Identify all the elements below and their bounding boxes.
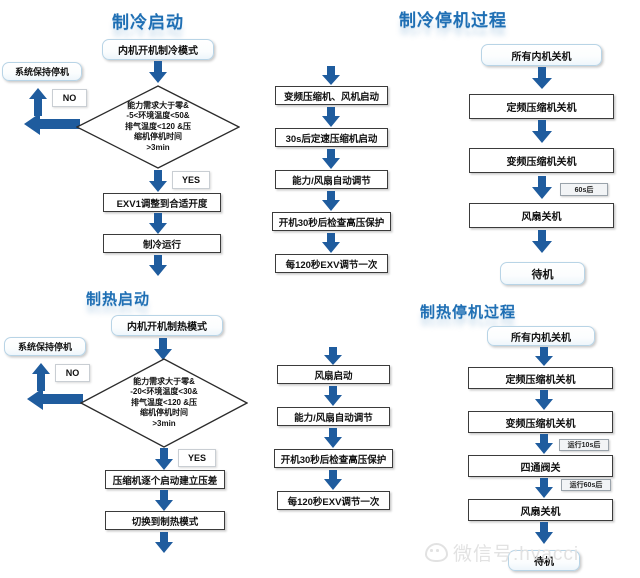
cooling-stop-step-2: 变频压缩机关机 bbox=[469, 148, 614, 173]
decision-line: -5<环境温度<50& bbox=[126, 111, 190, 121]
arrow-down-cooling-stop-4 bbox=[532, 230, 552, 253]
cooling-stop-step-1: 定频压缩机关机 bbox=[469, 94, 614, 119]
arrow-down-cooling-col-4 bbox=[322, 233, 340, 253]
heating-right-step-3: 开机30秒后检查高压保护 bbox=[274, 449, 393, 468]
arrow-left-cooling-no bbox=[24, 113, 80, 135]
arrow-down-heating-stop-2 bbox=[535, 390, 553, 410]
arrow-down-heating-yes bbox=[155, 448, 173, 470]
cooling-yes-label: YES bbox=[172, 171, 210, 189]
heating-stop-terminator: 所有内机关机 bbox=[487, 326, 595, 346]
arrow-down-heating-col-3 bbox=[324, 470, 342, 490]
heating-no-label: NO bbox=[55, 364, 90, 382]
cooling-stop-terminator: 所有内机关机 bbox=[481, 44, 602, 66]
arrow-down-cooling-start-3 bbox=[149, 255, 167, 276]
heating-start-decision: 能力需求大于零& -20<环境温度<30& 排气温度<120 &压 缩机停机时间… bbox=[80, 358, 248, 448]
arrow-down-cooling-start-1 bbox=[149, 61, 167, 83]
cooling-start-decision: 能力需求大于零& -5<环境温度<50& 排气温度<120 &压 缩机停机时间 … bbox=[76, 85, 240, 169]
heating-stop-step-2: 变频压缩机关机 bbox=[468, 411, 613, 433]
heating-stop-end-terminator: 待机 bbox=[508, 550, 580, 571]
cooling-right-step-4: 开机30秒后检查高压保护 bbox=[272, 212, 391, 231]
decision-line: 缩机停机时间 bbox=[140, 408, 188, 418]
wechat-icon bbox=[425, 543, 448, 562]
heating-step-pressure: 压缩机逐个启动建立压差 bbox=[105, 470, 225, 489]
arrow-left-heating-no bbox=[27, 388, 83, 410]
section-title-heating-stop: 制热停机过程 bbox=[420, 304, 517, 321]
heating-right-step-4: 每120秒EXV调节一次 bbox=[277, 491, 390, 510]
decision-line: 能力需求大于零& bbox=[127, 100, 189, 110]
arrow-down-heating-stop-3 bbox=[535, 434, 553, 454]
heating-start-terminator: 内机开机制热模式 bbox=[111, 315, 223, 336]
arrow-down-heating-stop-1 bbox=[535, 347, 553, 366]
decision-line: 排气温度<120 &压 bbox=[124, 121, 192, 131]
arrow-down-heating-col-1 bbox=[324, 386, 342, 406]
arrow-down-cooling-col-2 bbox=[322, 149, 340, 169]
decision-line: 能力需求大于零& bbox=[133, 376, 195, 386]
section-title-heating-start: 制热启动 bbox=[86, 291, 151, 308]
arrow-down-heating-start-3 bbox=[155, 532, 173, 553]
heating-stop-step-1: 定频压缩机关机 bbox=[468, 367, 613, 389]
arrow-down-cooling-col-0 bbox=[322, 66, 340, 85]
decision-line: 缩机停机时间 bbox=[134, 132, 182, 142]
cooling-right-step-2: 30s后定速压缩机启动 bbox=[275, 128, 388, 147]
cooling-stop-end-terminator: 待机 bbox=[500, 262, 585, 285]
decision-line: >3min bbox=[152, 418, 176, 428]
arrow-down-cooling-col-1 bbox=[322, 107, 340, 127]
arrow-down-cooling-yes bbox=[149, 170, 167, 192]
cooling-step-exv1: EXV1调整到合适开度 bbox=[103, 193, 221, 212]
heating-yes-label: YES bbox=[178, 449, 216, 467]
heating-stop-step-4: 风扇关机 bbox=[468, 499, 613, 521]
watermark: 微信号:hvacci bbox=[425, 539, 579, 566]
cooling-right-step-3: 能力/风扇自动调节 bbox=[275, 170, 388, 189]
section-title-cooling-start: 制冷启动 bbox=[112, 13, 184, 32]
arrow-down-cooling-start-2 bbox=[149, 213, 167, 234]
cooling-keep-stopped-terminator: 系统保持停机 bbox=[2, 62, 82, 81]
section-title-cooling-stop: 制冷停机过程 bbox=[399, 11, 507, 30]
arrow-up-heating-no bbox=[32, 363, 50, 391]
arrow-down-cooling-stop-2 bbox=[532, 120, 552, 143]
decision-line: >3min bbox=[146, 142, 170, 152]
heating-right-step-1: 风扇启动 bbox=[277, 365, 390, 384]
heating-keep-stopped-terminator: 系统保持停机 bbox=[4, 337, 86, 356]
arrow-down-cooling-stop-1 bbox=[532, 67, 552, 89]
arrow-down-heating-start-1 bbox=[154, 338, 172, 360]
arrow-down-cooling-stop-3 bbox=[532, 176, 552, 199]
arrow-down-heating-start-2 bbox=[155, 490, 173, 511]
decision-line: -20<环境温度<30& bbox=[130, 387, 198, 397]
arrow-down-cooling-col-3 bbox=[322, 191, 340, 211]
arrow-down-heating-stop-5 bbox=[535, 522, 553, 544]
cooling-right-step-5: 每120秒EXV调节一次 bbox=[275, 254, 388, 273]
heating-stop-note-60s: 运行60s后 bbox=[561, 479, 611, 491]
cooling-start-terminator: 内机开机制冷模式 bbox=[102, 39, 214, 60]
heating-step-switch: 切换到制热模式 bbox=[105, 511, 225, 530]
heating-right-step-2: 能力/风扇自动调节 bbox=[277, 407, 390, 426]
watermark-text: 微信号:hvacci bbox=[453, 544, 580, 565]
cooling-right-step-1: 变频压缩机、风机启动 bbox=[275, 86, 388, 105]
decision-line: 排气温度<120 &压 bbox=[130, 397, 198, 407]
arrow-down-heating-stop-4 bbox=[535, 478, 553, 498]
arrow-up-cooling-no bbox=[29, 88, 47, 116]
cooling-step-running: 制冷运行 bbox=[103, 234, 221, 253]
arrow-down-heating-col-2 bbox=[324, 428, 342, 448]
cooling-no-label: NO bbox=[52, 89, 87, 107]
heating-stop-note-10s: 运行10s后 bbox=[559, 439, 609, 451]
arrow-down-heating-col-0 bbox=[324, 347, 342, 365]
cooling-stop-note-60s: 60s后 bbox=[560, 183, 608, 196]
heating-stop-step-3: 四通阀关 bbox=[468, 455, 613, 477]
cooling-stop-step-3: 风扇关机 bbox=[469, 203, 614, 228]
